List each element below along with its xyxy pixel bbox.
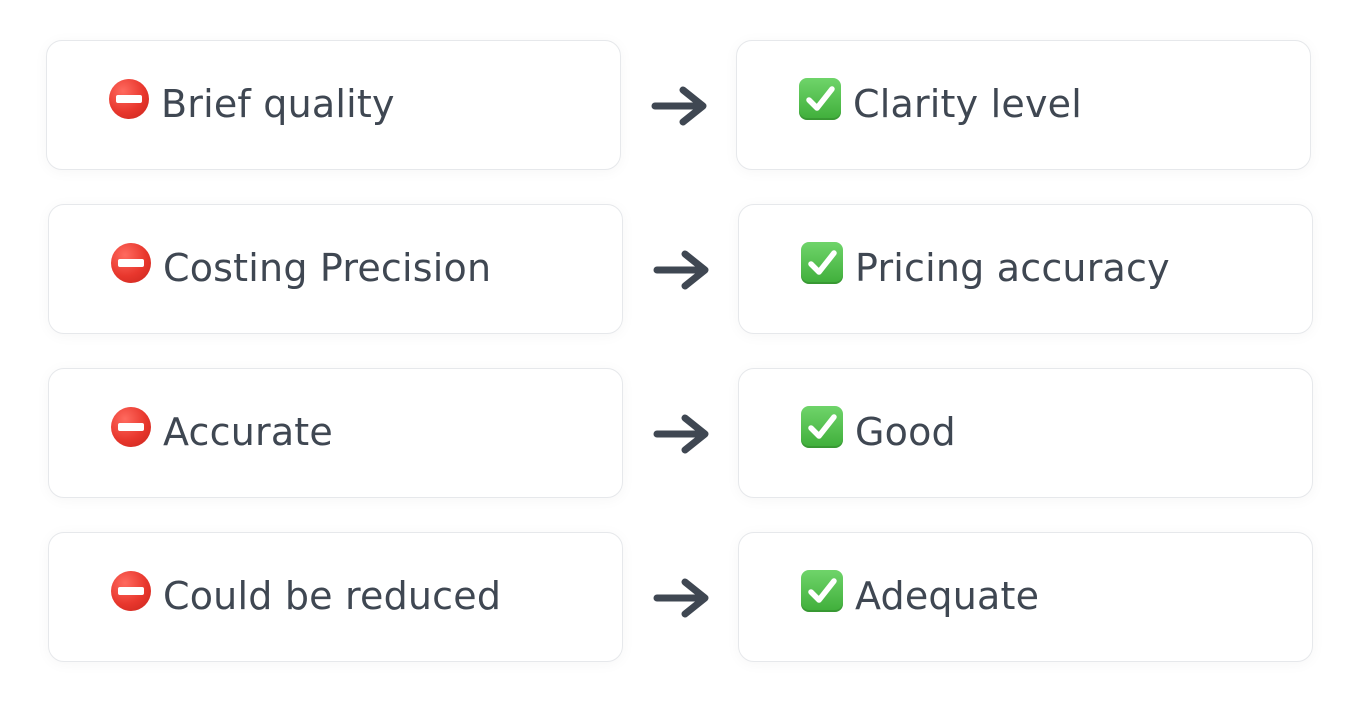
comparison-row: Could be reduced Adequate <box>48 532 1313 664</box>
before-card-content: Accurate <box>49 407 333 454</box>
right-arrow-icon <box>653 414 709 454</box>
after-label: Clarity level <box>853 82 1082 126</box>
after-label: Adequate <box>855 574 1040 618</box>
comparison-row: Brief quality Clarity level <box>46 40 1311 172</box>
before-label: Accurate <box>163 410 333 454</box>
before-card: Brief quality <box>46 40 621 170</box>
right-arrow-icon <box>653 578 709 618</box>
before-card-content: Costing Precision <box>49 243 492 290</box>
before-label: Could be reduced <box>163 574 502 618</box>
after-card: Pricing accuracy <box>738 204 1313 334</box>
check-mark-button-icon <box>801 242 843 284</box>
after-card-content: Pricing accuracy <box>739 242 1170 290</box>
after-card-content: Good <box>739 406 956 454</box>
before-card: Costing Precision <box>48 204 623 334</box>
after-card-content: Adequate <box>739 570 1040 618</box>
check-mark-button-icon <box>799 78 841 120</box>
no-entry-icon <box>109 79 149 119</box>
no-entry-icon <box>111 243 151 283</box>
after-label: Good <box>855 410 956 454</box>
comparison-row: Accurate Good <box>48 368 1313 500</box>
before-card-content: Could be reduced <box>49 571 502 618</box>
no-entry-icon <box>111 571 151 611</box>
no-entry-icon <box>111 407 151 447</box>
before-label: Costing Precision <box>163 246 492 290</box>
after-card: Good <box>738 368 1313 498</box>
right-arrow-icon <box>651 86 707 126</box>
right-arrow-icon <box>653 250 709 290</box>
before-card-content: Brief quality <box>47 79 395 126</box>
after-label: Pricing accuracy <box>855 246 1170 290</box>
check-mark-button-icon <box>801 570 843 612</box>
before-card: Could be reduced <box>48 532 623 662</box>
after-card: Adequate <box>738 532 1313 662</box>
after-card: Clarity level <box>736 40 1311 170</box>
comparison-row: Costing Precision Pricing accuracy <box>48 204 1313 336</box>
after-card-content: Clarity level <box>737 78 1082 126</box>
before-card: Accurate <box>48 368 623 498</box>
before-label: Brief quality <box>161 82 395 126</box>
check-mark-button-icon <box>801 406 843 448</box>
